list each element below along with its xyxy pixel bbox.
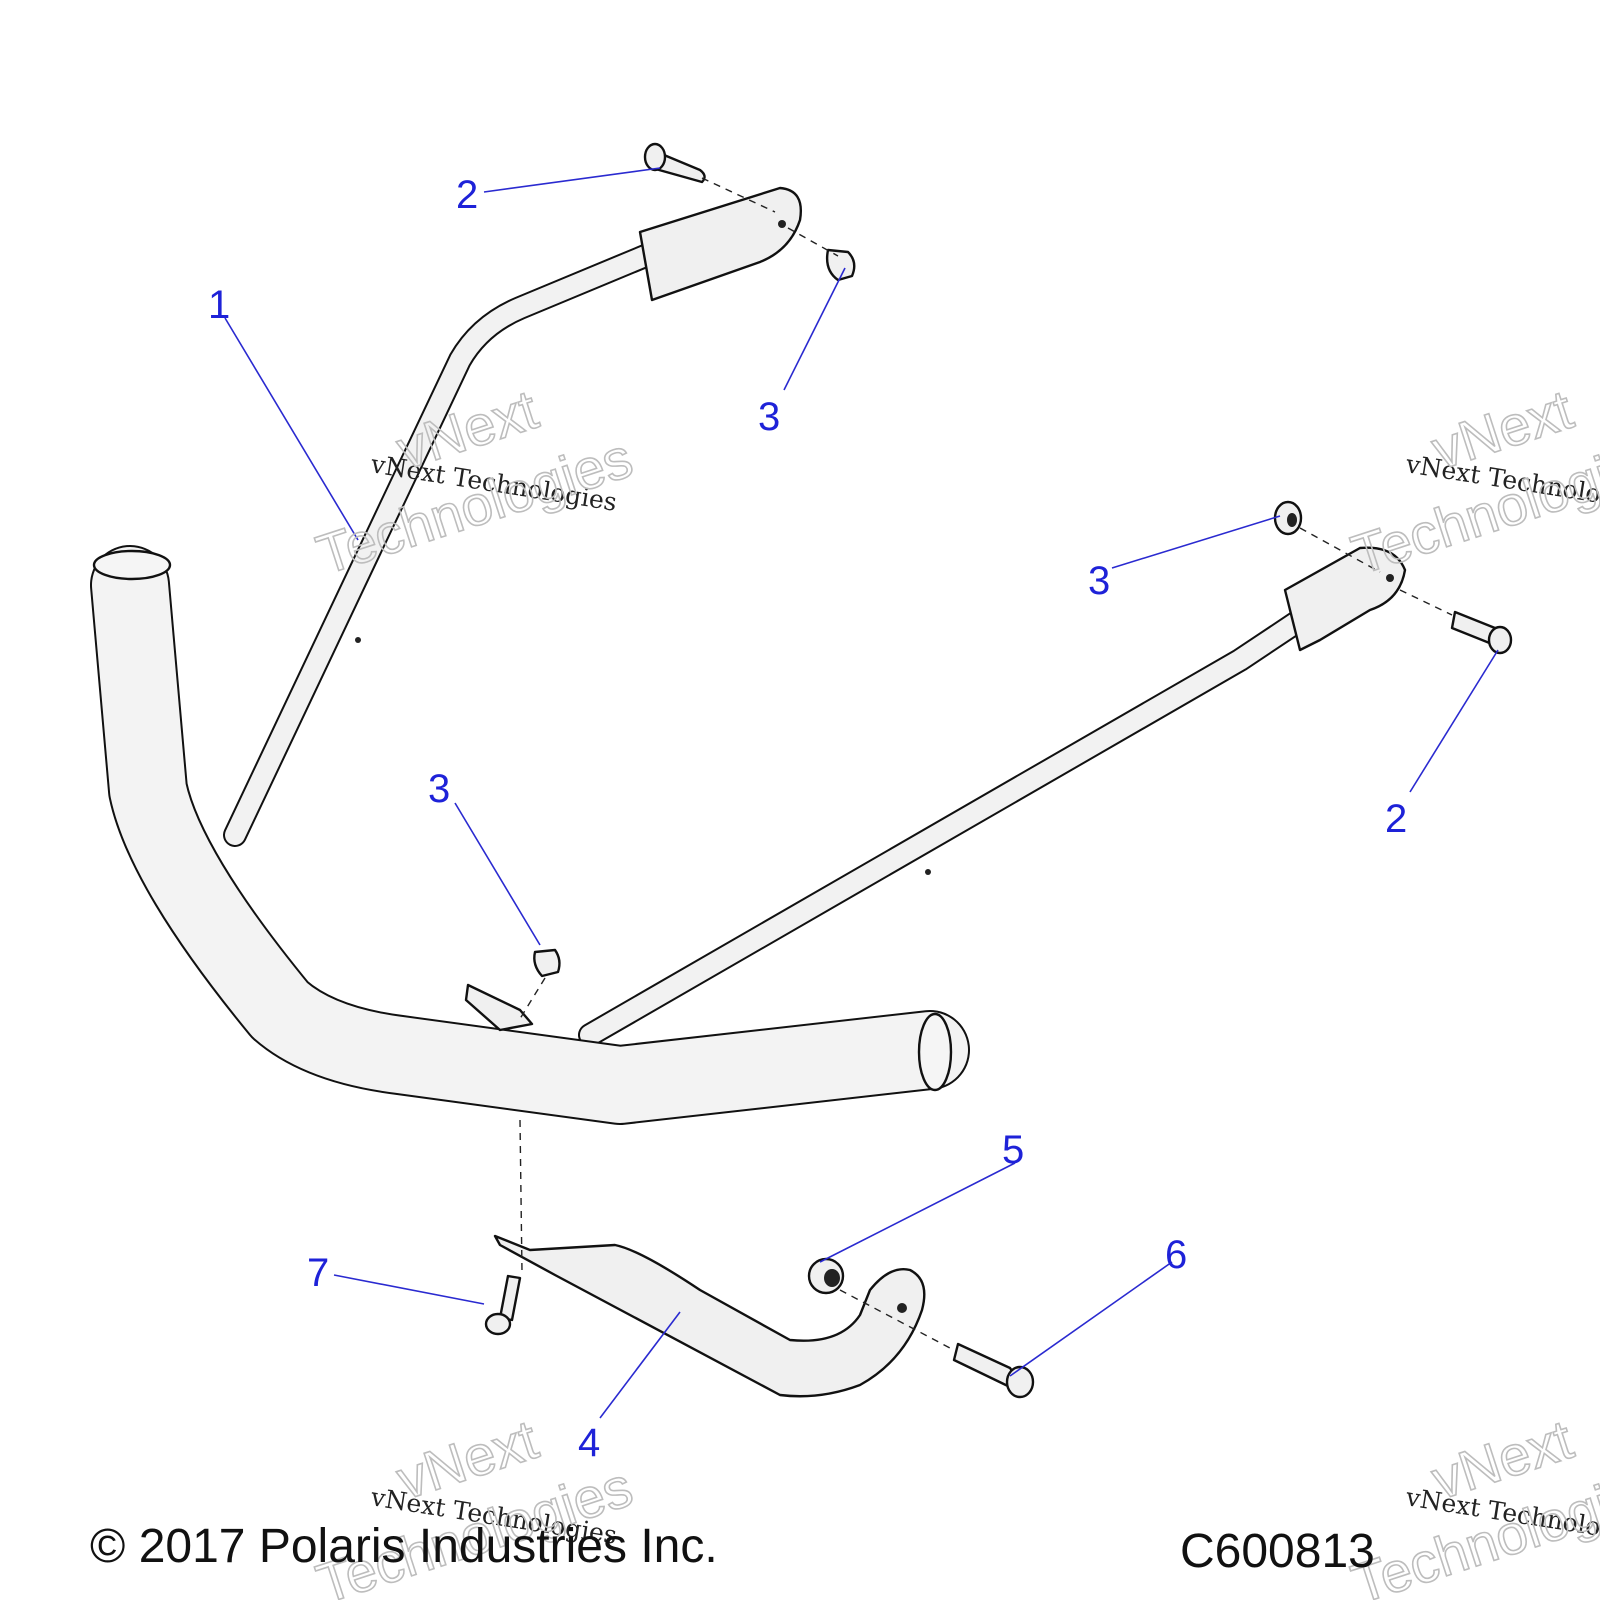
assembly-lines (517, 177, 1453, 1349)
callout-6: 6 (1165, 1233, 1187, 1277)
nut-top (825, 248, 856, 282)
skid-bracket (493, 1234, 926, 1398)
nut-middle (533, 948, 561, 978)
nut-right (1273, 500, 1303, 536)
copyright-text: © 2017 Polaris Industries Inc. (90, 1520, 718, 1573)
lower-tube-frame (578, 546, 1407, 1047)
bolt-right (1450, 610, 1513, 655)
figure-code: C600813 (1180, 1525, 1375, 1578)
callout-3-middle: 3 (428, 767, 450, 811)
watermark-top-right: vNext Technologies vNext Technologies (1343, 376, 1600, 587)
leader-lines (224, 167, 1499, 1419)
bolt-6 (952, 1342, 1035, 1399)
bolt-7 (484, 1274, 522, 1336)
callout-7: 7 (307, 1251, 329, 1295)
callout-3-top: 3 (758, 395, 780, 439)
callout-5: 5 (1002, 1128, 1024, 1172)
spacer-5 (807, 1257, 845, 1295)
callout-3-right: 3 (1088, 559, 1110, 603)
callout-2-top: 2 (456, 173, 478, 217)
watermark-bottom-right: vNext Technologies vNext Technologies (1343, 1406, 1600, 1600)
callout-1: 1 (208, 283, 230, 327)
callout-2-right: 2 (1385, 797, 1407, 841)
watermark-top-left: vNext Technologies vNext Technologies (308, 376, 640, 587)
upper-tube-frame (223, 186, 802, 847)
bolt-top (643, 142, 706, 184)
bumper-bar (90, 545, 970, 1125)
callout-4: 4 (578, 1421, 600, 1465)
